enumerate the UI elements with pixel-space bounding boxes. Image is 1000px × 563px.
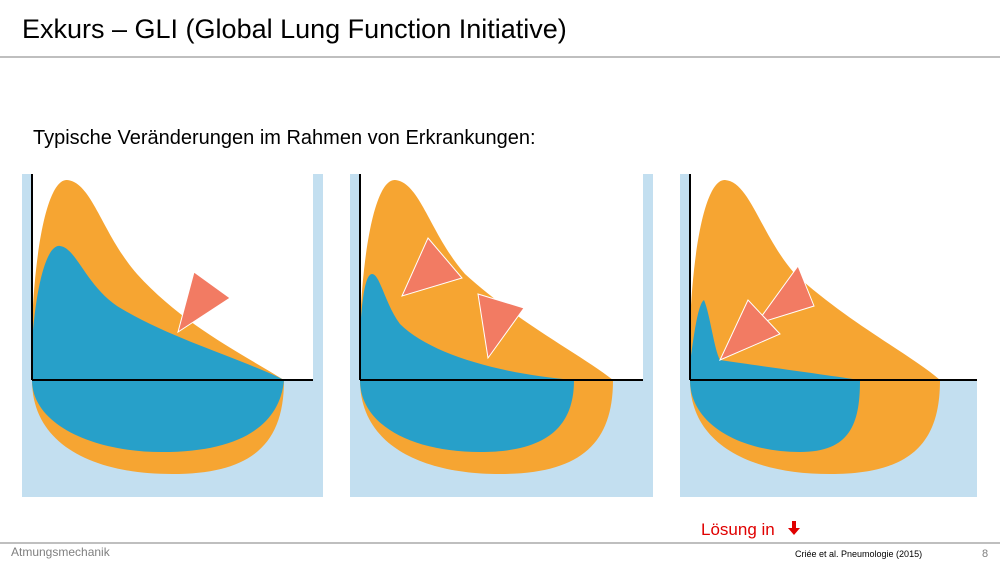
- change-marker-arrow: [177, 271, 231, 334]
- footer-section-label: Atmungsmechanik: [11, 545, 110, 559]
- patient-inspiratory-curve: [690, 380, 860, 452]
- patient-inspiratory-curve: [32, 380, 284, 452]
- reference-expiratory-curve: [360, 179, 613, 380]
- change-marker-arrow: [477, 293, 525, 360]
- solution-label: Lösung in: [701, 520, 775, 539]
- flow-volume-panel-3: [680, 174, 977, 497]
- change-marker-arrow: [754, 264, 815, 325]
- solution-link[interactable]: Lösung in: [701, 520, 802, 540]
- slide-title: Exkurs – GLI (Global Lung Function Initi…: [22, 14, 567, 44]
- flow-volume-panel-1: [22, 174, 323, 497]
- patient-expiratory-curve: [690, 300, 860, 380]
- patient-expiratory-curve: [32, 245, 284, 380]
- patient-expiratory-curve: [360, 274, 574, 380]
- change-marker-arrow: [401, 237, 463, 297]
- change-marker-arrow: [718, 299, 781, 361]
- footer-divider: [0, 542, 1000, 544]
- slide-subtitle: Typische Veränderungen im Rahmen von Erk…: [33, 127, 536, 149]
- title-divider: [0, 56, 1000, 58]
- flow-volume-panel-2: [350, 174, 653, 497]
- citation: Criée et al. Pneumologie (2015): [795, 549, 923, 559]
- patient-inspiratory-curve: [360, 380, 574, 452]
- arrow-down-icon: [788, 521, 801, 535]
- page-number: 8: [982, 548, 989, 560]
